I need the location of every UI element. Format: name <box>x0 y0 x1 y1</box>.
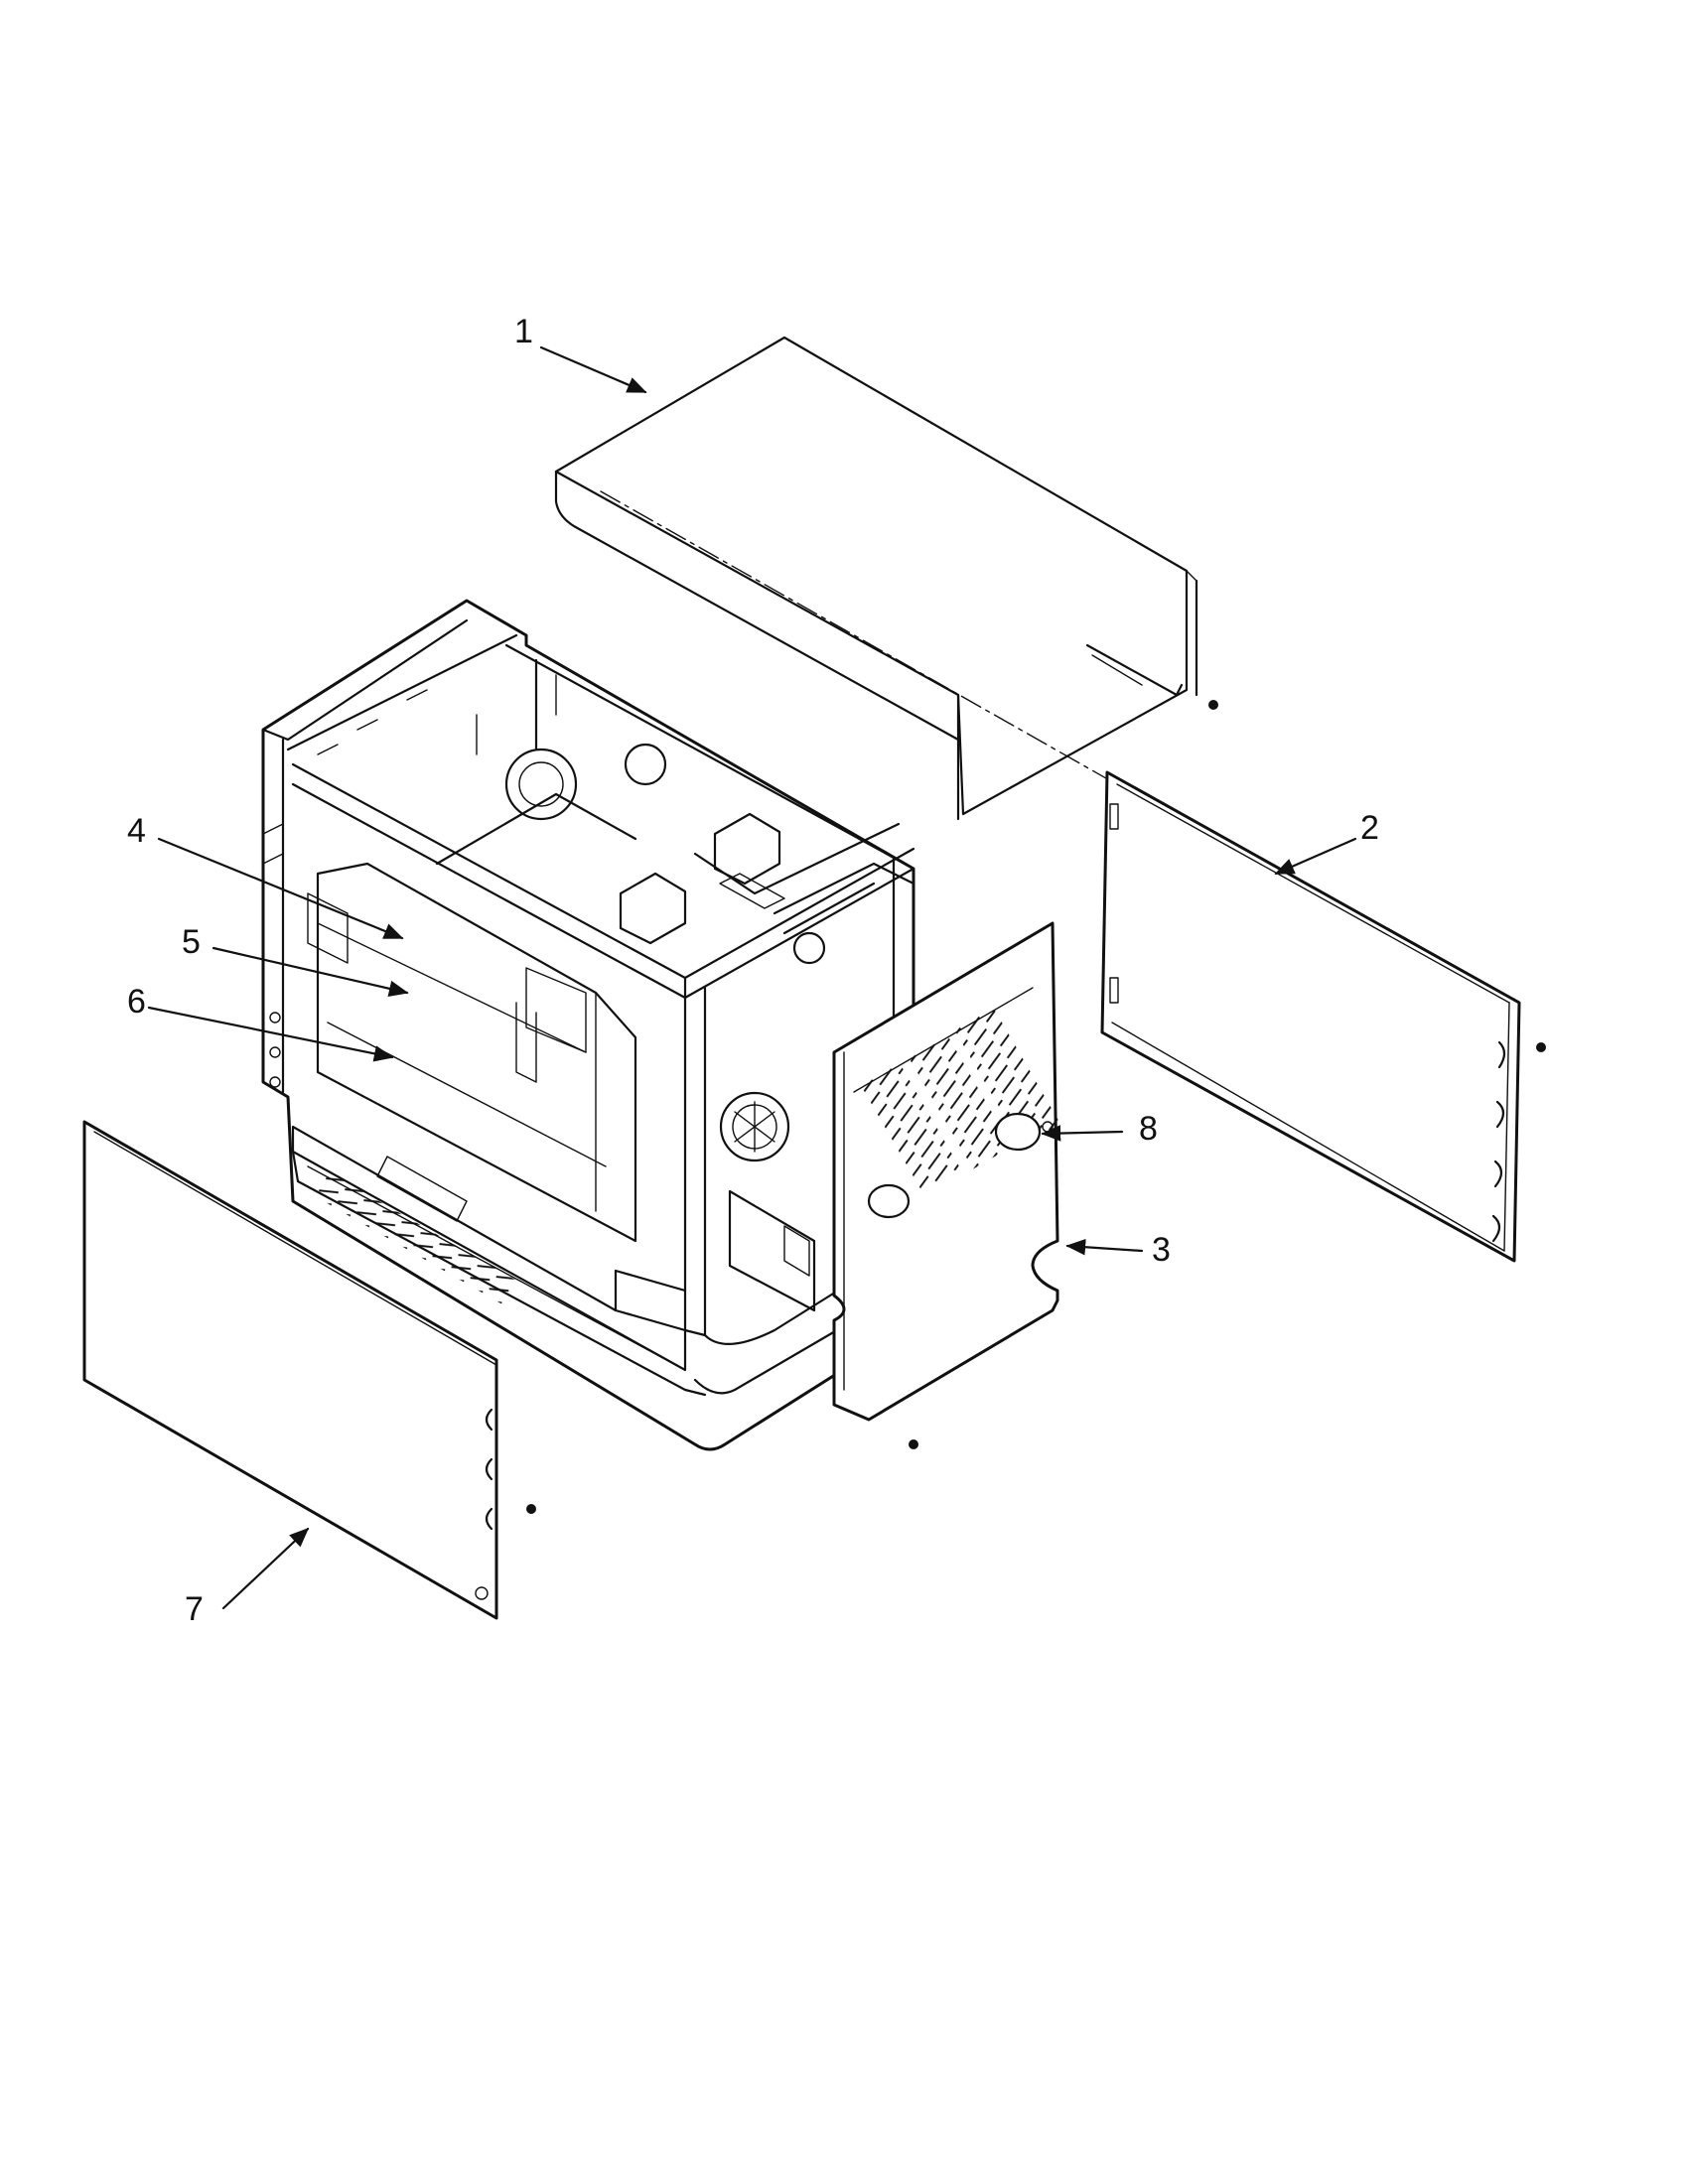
callout-labels: 1 2 3 4 5 6 7 8 <box>127 313 1379 1628</box>
chassis-assembly <box>261 599 915 1451</box>
callout-6: 6 <box>127 983 146 1021</box>
callout-7: 7 <box>185 1590 204 1628</box>
screw-icon <box>1536 1042 1546 1052</box>
rear-panel-part <box>832 921 1061 1449</box>
screw-icon <box>1208 700 1218 710</box>
leader-8 <box>1041 1125 1124 1142</box>
callout-2: 2 <box>1360 809 1379 847</box>
callout-3: 3 <box>1152 1231 1171 1269</box>
callout-5: 5 <box>182 923 201 961</box>
callout-1: 1 <box>514 313 533 350</box>
leader-1 <box>539 345 647 394</box>
screw-icon <box>526 1504 536 1514</box>
leader-3 <box>1065 1238 1144 1256</box>
screw-icon <box>909 1439 918 1449</box>
callout-4: 4 <box>127 812 146 850</box>
callout-8: 8 <box>1139 1110 1158 1148</box>
side-panel-part <box>1100 770 1546 1263</box>
leader-4 <box>157 837 404 940</box>
callout-leaders <box>147 345 1357 1610</box>
leader-2 <box>1274 837 1357 876</box>
leader-5 <box>211 946 409 997</box>
top-cover-part <box>554 336 1218 825</box>
leader-7 <box>221 1527 310 1610</box>
leader-6 <box>147 1006 394 1062</box>
left-side-panel-part <box>82 1120 536 1620</box>
